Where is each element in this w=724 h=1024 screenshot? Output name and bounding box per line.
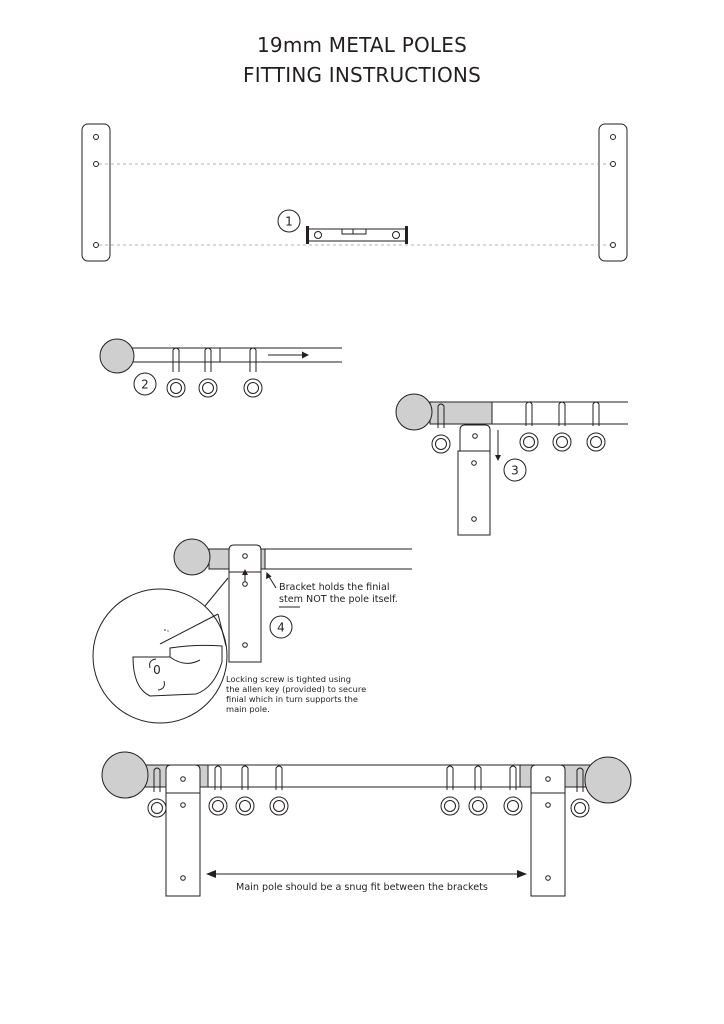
locking-note-line-1: Locking screw is tighted using [226, 674, 351, 684]
curtain-ring [198, 347, 218, 398]
curtain-ring [519, 401, 539, 452]
step3-place-bracket: 3 [395, 393, 628, 536]
step4-number: 4 [277, 621, 285, 635]
locking-note-line-2: the allen key (provided) to secure [226, 684, 366, 694]
step1-number: 1 [285, 215, 293, 229]
step2-number: 2 [141, 378, 149, 392]
bracket-note-line-1: Bracket holds the finial [279, 582, 390, 593]
step1-marker [277, 209, 301, 233]
step4-marker [269, 615, 293, 639]
bracket-note-line-2: stem NOT the pole itself. [279, 594, 398, 605]
main-pole-note: Main pole should be a snug fit between t… [236, 882, 488, 893]
step4-secure-finial: Bracket holds the finial stem NOT the po… [92, 538, 412, 724]
left-bracket-plate [81, 123, 111, 262]
curtain-ring [243, 347, 263, 398]
left-finial [395, 393, 433, 431]
right-bracket-plate [598, 123, 628, 262]
left-finial [99, 338, 135, 374]
curtain-ring [166, 347, 186, 398]
step3-number: 3 [511, 464, 519, 478]
curtain-ring [235, 765, 255, 816]
curtain-ring [586, 401, 606, 452]
locking-screw-detail: 0 [92, 577, 229, 724]
curtain-ring [468, 765, 488, 816]
locking-note-line-3: finial which in turn supports the [226, 694, 358, 704]
left-bracket [165, 764, 201, 897]
bracket [228, 544, 262, 663]
spirit-level-icon [306, 226, 408, 244]
step1-wall-layout: 1 [81, 123, 628, 262]
page-title-line-2: FITTING INSTRUCTIONS [243, 63, 481, 87]
curtain-ring [269, 765, 289, 816]
bracket [457, 424, 491, 536]
right-bracket [530, 764, 566, 897]
curtain-ring [552, 401, 572, 452]
span-arrow [206, 870, 527, 894]
curtain-ring [503, 765, 523, 816]
left-finial [173, 538, 211, 576]
curtain-ring [440, 765, 460, 816]
step3-marker [503, 458, 527, 482]
left-finial [101, 751, 149, 799]
screw-mark: 0 [153, 663, 161, 677]
locking-note-line-4: main pole. [226, 704, 270, 714]
page-title-line-1: 19mm METAL POLES [257, 33, 467, 57]
step2-thread-rings: 2 [99, 338, 342, 398]
right-finial [584, 756, 632, 804]
final-assembly: Main pole should be a snug fit between t… [101, 751, 632, 897]
step2-marker [133, 372, 157, 396]
curtain-ring [208, 765, 228, 816]
